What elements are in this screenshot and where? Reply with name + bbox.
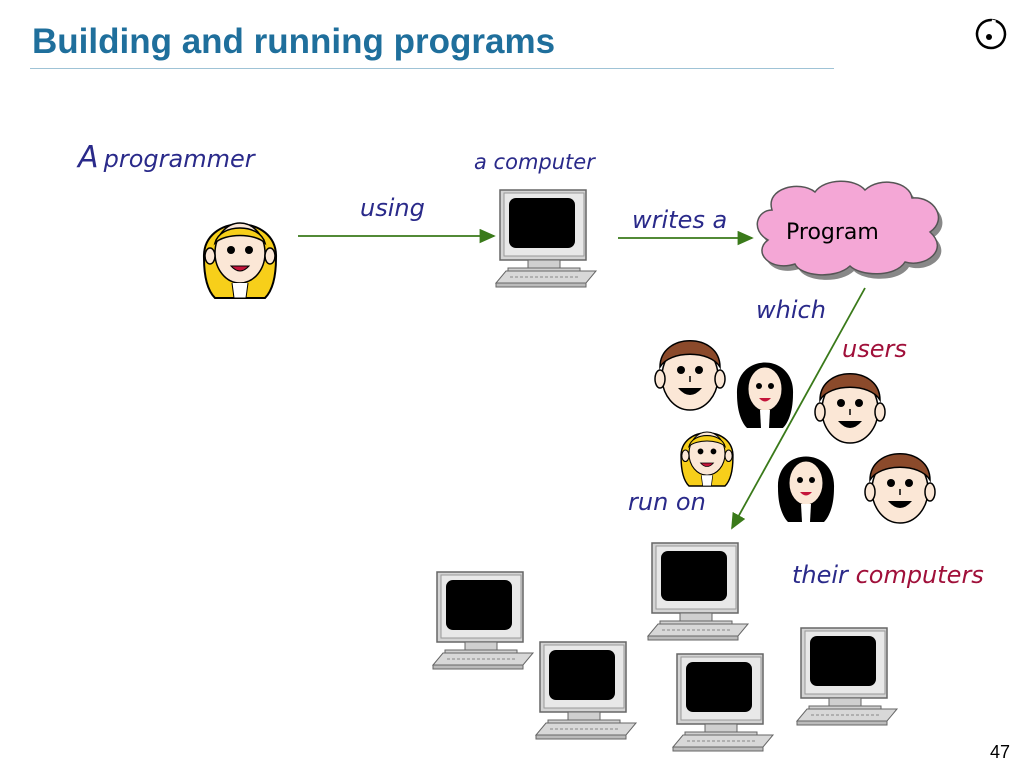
run-on-label: run on [628, 488, 706, 516]
user-boy-2 [814, 373, 886, 444]
programmer-computer-icon [495, 189, 597, 288]
run-on-arrow [731, 287, 866, 530]
their-computers-label: their computers [792, 561, 984, 589]
user-girl-dark-2 [777, 456, 835, 523]
user-computer-5 [796, 627, 898, 726]
user-computer-3 [535, 641, 637, 740]
page-title: Building and running programs [32, 22, 556, 61]
user-computer-4 [672, 653, 774, 752]
user-boy-3 [864, 453, 936, 524]
title-underline [30, 68, 834, 69]
users-label: users [842, 335, 907, 363]
logo-icon [975, 18, 1007, 50]
computer-label: a computer [474, 150, 595, 174]
user-computer-2 [647, 542, 749, 641]
user-boy-1 [654, 340, 726, 411]
writes-label: writes a [632, 206, 728, 234]
using-label: using [360, 194, 425, 222]
programmer-icon [202, 222, 278, 299]
program-label: Program [786, 220, 879, 245]
which-label: which [756, 296, 826, 324]
user-girl-dark-1 [736, 362, 794, 429]
programmer-label: A programmer [78, 140, 255, 175]
program-cloud: Program [756, 180, 943, 280]
page-number: 47 [990, 742, 1011, 762]
user-computer-1 [432, 571, 534, 670]
user-girl-blonde [680, 431, 734, 487]
